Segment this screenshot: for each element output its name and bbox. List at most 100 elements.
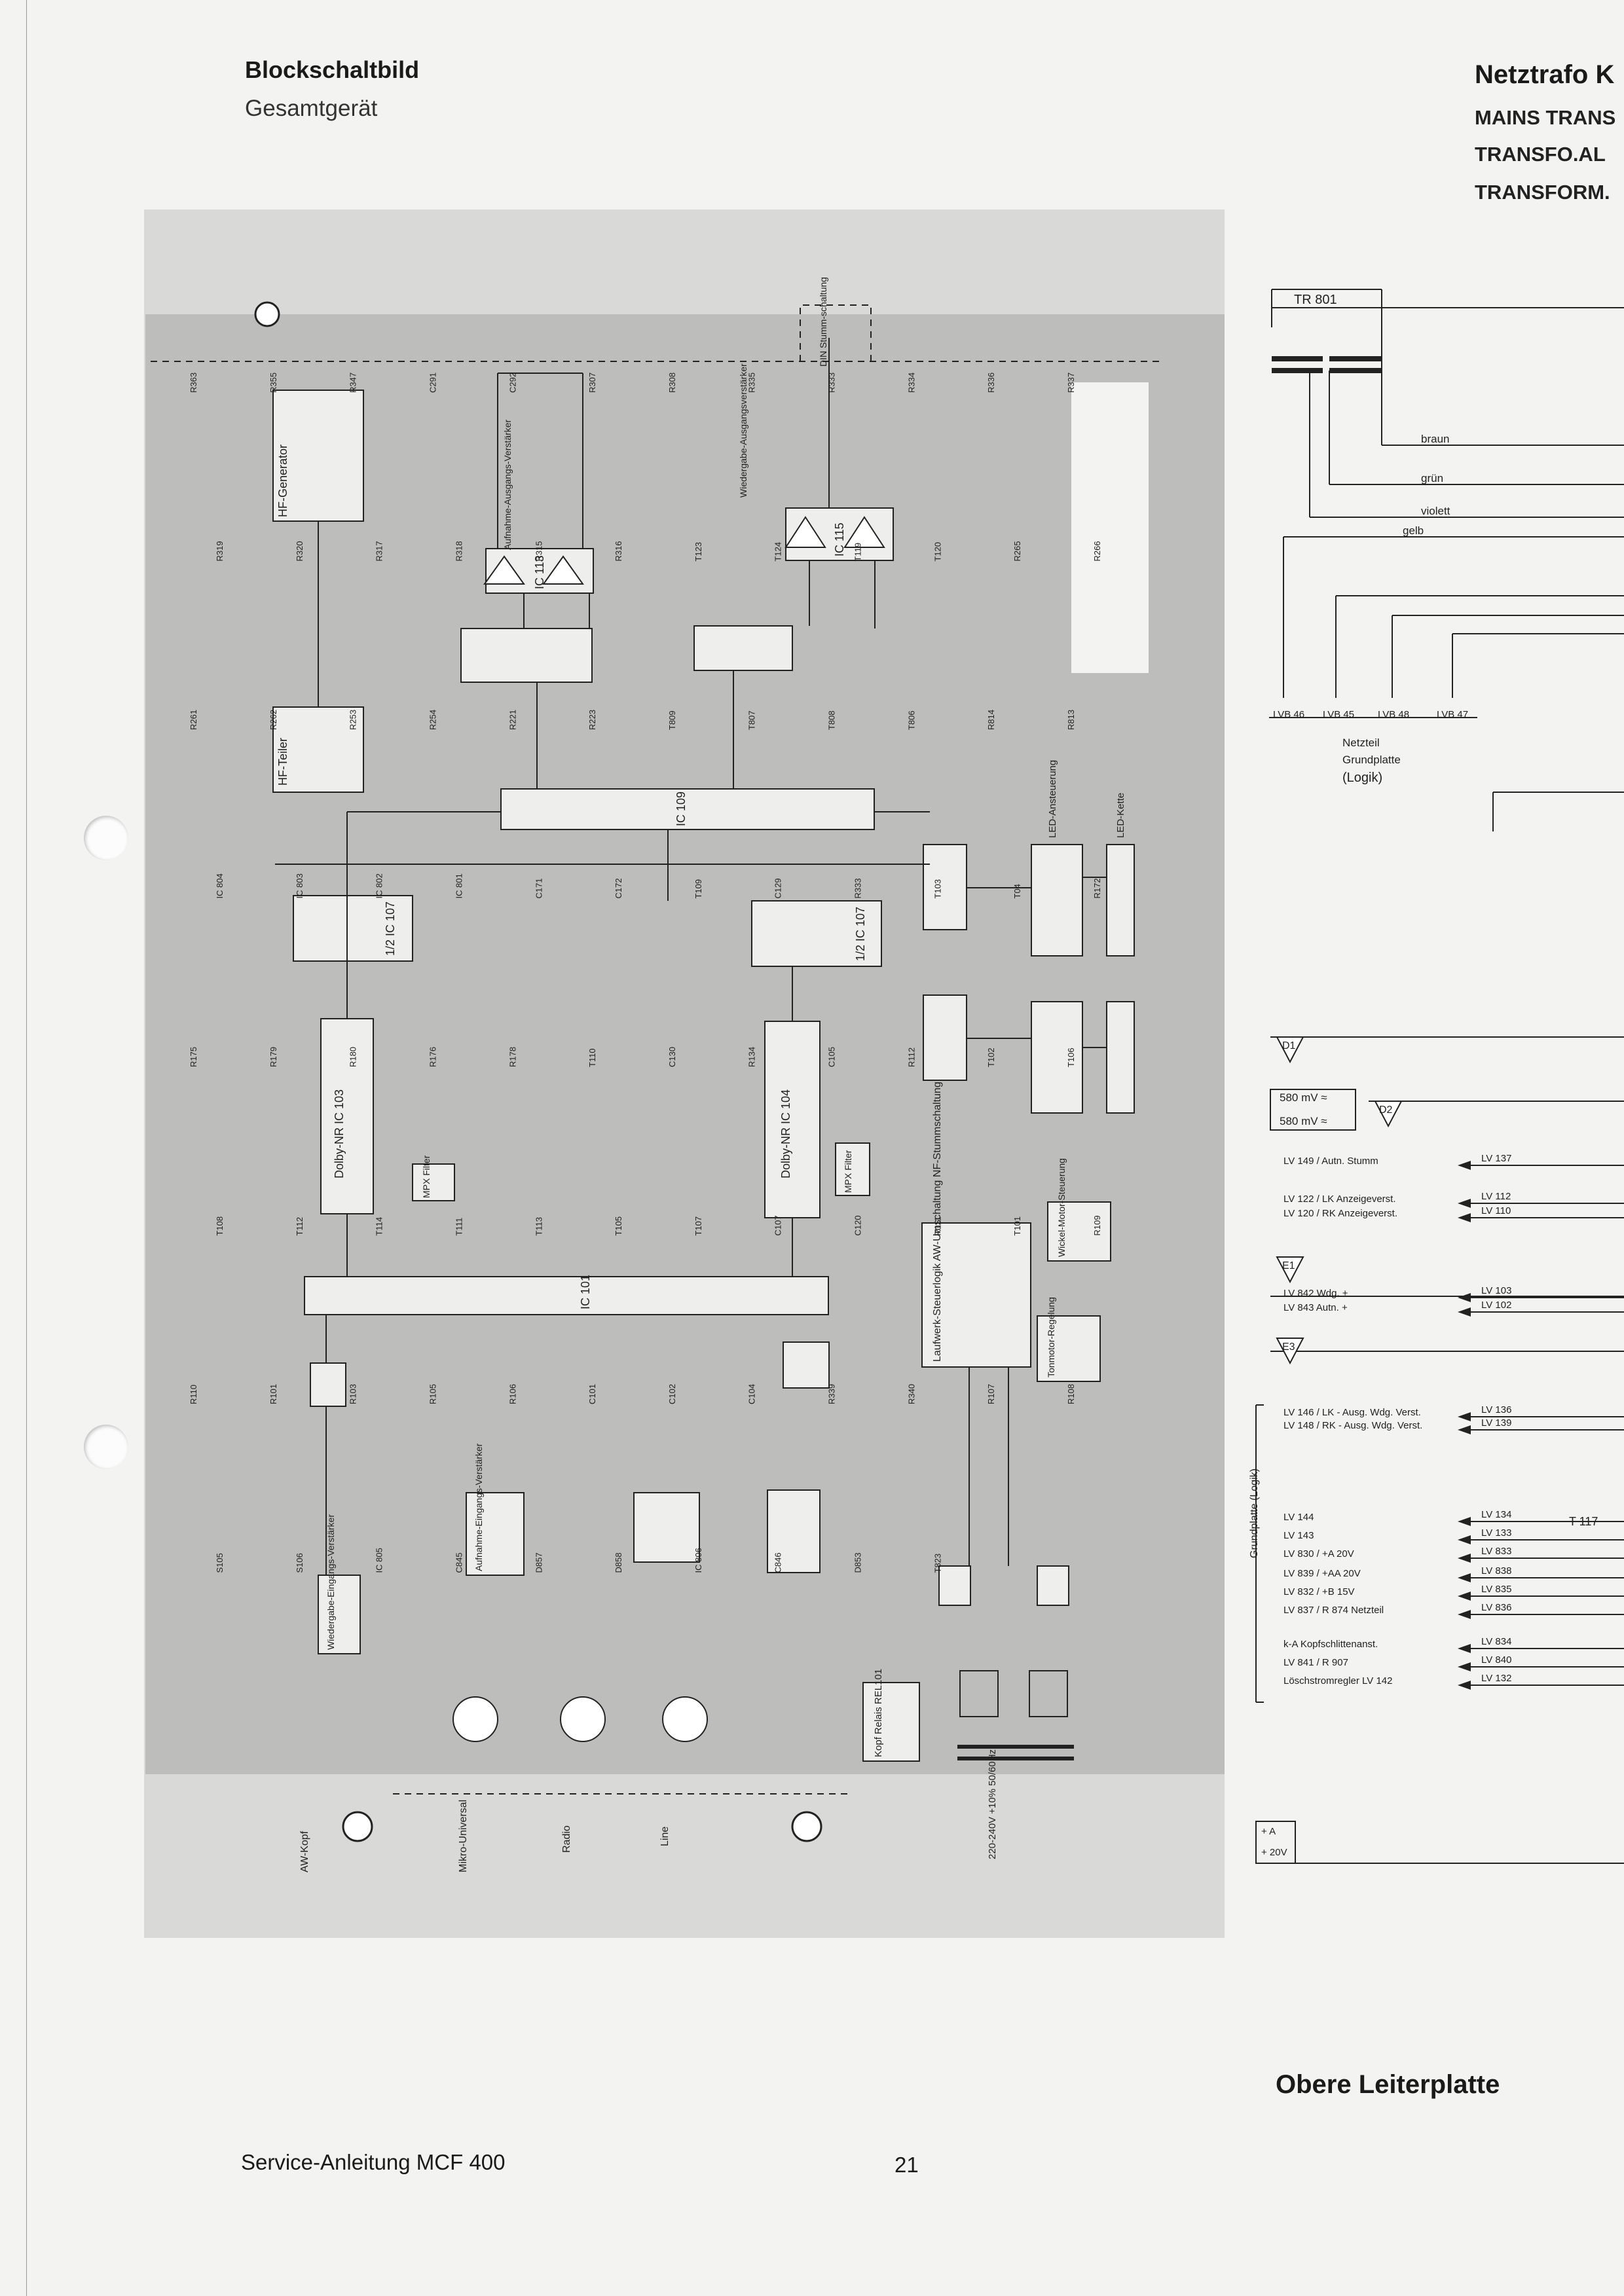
netz-label: 220-240V +10% 50/60Hz — [987, 1749, 998, 1859]
component-label: R106 — [507, 1384, 517, 1404]
component-label: C102 — [667, 1384, 677, 1404]
component-label: T107 — [693, 1216, 703, 1236]
right-row-right-label: LV 833 — [1481, 1546, 1511, 1557]
component-label: R265 — [1012, 541, 1022, 561]
component-label: C104 — [747, 1384, 757, 1404]
component-label: T105 — [614, 1216, 623, 1236]
component-label: IC 802 — [375, 873, 384, 898]
ic109-label: IC 109 — [674, 792, 688, 826]
component-label: R347 — [348, 373, 358, 393]
right-row-arrow-icon — [1458, 1307, 1471, 1317]
right-row-right-label: LV 134 — [1481, 1509, 1511, 1520]
component-label: R339 — [827, 1384, 837, 1404]
right-row-left-label: LV 830 / +A 20V — [1283, 1548, 1354, 1559]
right-row-left-label: LV 843 Autn. + — [1283, 1302, 1348, 1313]
right-row-right-label: LV 133 — [1481, 1527, 1511, 1539]
component-label: R101 — [268, 1384, 278, 1404]
right-row-left-label: LV 144 — [1283, 1512, 1314, 1523]
component-label: T113 — [534, 1217, 544, 1236]
ic115-label: IC 115 — [833, 522, 846, 556]
right-row-left-label: LV 146 / LK - Ausg. Wdg. Verst. — [1283, 1407, 1421, 1418]
component-label: R318 — [454, 541, 464, 561]
component-label: R172 — [1092, 878, 1102, 898]
component-label: R813 — [1066, 710, 1076, 730]
component-label: T112 — [295, 1217, 304, 1236]
component-label: R317 — [375, 541, 384, 561]
right-subtitle-2: TRANSFO.AL — [1475, 143, 1606, 166]
wire-violett: violett — [1421, 505, 1450, 517]
component-label: R107 — [986, 1384, 996, 1404]
component-label: R335 — [747, 373, 757, 393]
page-subtitle: Gesamtgerät — [245, 96, 378, 121]
right-title: Netztrafo K — [1475, 60, 1615, 89]
right-row-right-label: LV 836 — [1481, 1602, 1511, 1613]
component-label: C171 — [534, 878, 544, 898]
right-row-arrow-icon — [1458, 1644, 1471, 1653]
component-label: T102 — [986, 1048, 996, 1067]
input-aw-kopf: AW-Kopf — [299, 1831, 310, 1872]
component-label: S105 — [215, 1553, 225, 1573]
component-label: T108 — [215, 1216, 225, 1236]
right-row-arrow-icon — [1458, 1161, 1471, 1170]
component-label: T04 — [1012, 884, 1022, 898]
component-label: R340 — [906, 1384, 916, 1404]
component-label: C129 — [773, 878, 783, 898]
component-label: T120 — [932, 542, 942, 562]
component-label: R221 — [507, 710, 517, 730]
right-row-left-label: Löschstromregler LV 142 — [1283, 1675, 1392, 1686]
component-label: R179 — [268, 1047, 278, 1067]
lvb-48: LVB 48 — [1378, 709, 1409, 720]
component-label: R254 — [428, 710, 437, 730]
component-label: IC 806 — [693, 1548, 703, 1573]
mv-1: 580 mV ≈ — [1280, 1091, 1327, 1104]
component-label: T807 — [747, 710, 757, 730]
component-label: T101 — [1012, 1216, 1022, 1236]
component-label: T806 — [906, 710, 916, 730]
component-label: R308 — [667, 373, 677, 393]
tr-label: TR 801 — [1294, 293, 1337, 307]
right-row-right-label: LV 137 — [1481, 1153, 1511, 1164]
component-label: T823 — [932, 1554, 942, 1573]
footer-manual: Service-Anleitung MCF 400 — [241, 2150, 506, 2174]
component-label: T123 — [693, 542, 703, 562]
component-label: R337 — [1066, 373, 1076, 393]
wire-braun: braun — [1421, 433, 1449, 445]
marker-d2: D2 — [1379, 1104, 1393, 1116]
mpx2-label: MPX Filter — [843, 1150, 853, 1193]
plus-a: + A — [1261, 1826, 1276, 1837]
component-label: IC 804 — [215, 873, 225, 898]
component-label: T109 — [693, 879, 703, 899]
component-label: C292 — [507, 373, 517, 393]
component-label: R180 — [348, 1047, 358, 1067]
right-row-arrow-icon — [1458, 1554, 1471, 1563]
component-label: R320 — [295, 541, 304, 561]
component-label: R333 — [827, 373, 837, 393]
netzteil-3: (Logik) — [1342, 771, 1382, 785]
component-label: R175 — [189, 1047, 198, 1067]
right-row-arrow-icon — [1458, 1610, 1471, 1619]
mv-2: 580 mV ≈ — [1280, 1115, 1327, 1127]
kopf-relais-label: Kopf Relais REL101 — [873, 1669, 884, 1757]
led-kette-label: LED-Kette — [1115, 793, 1126, 838]
punch-hole-bottom — [84, 1425, 128, 1469]
v20: + 20V — [1261, 1847, 1287, 1858]
component-label: T103 — [932, 879, 942, 899]
page-number: 21 — [895, 2153, 919, 2177]
component-label: R108 — [1066, 1384, 1076, 1404]
component-label: C845 — [454, 1552, 464, 1573]
lvb-47: LVB 47 — [1437, 709, 1468, 720]
component-label: R355 — [268, 373, 278, 393]
component-label: T110 — [587, 1048, 597, 1067]
hf-generator-label: HF-Generator — [276, 445, 289, 517]
right-row-right-label: LV 110 — [1481, 1205, 1511, 1216]
input-radio: Radio — [561, 1825, 572, 1853]
margin-edge — [26, 0, 27, 2296]
right-row-right-label: LV 835 — [1481, 1584, 1511, 1595]
component-label: R363 — [189, 373, 198, 393]
right-row-arrow-icon — [1458, 1662, 1471, 1671]
right-row-right-label: LV 136 — [1481, 1404, 1511, 1415]
right-row-arrow-icon — [1458, 1681, 1471, 1690]
right-row-arrow-icon — [1458, 1535, 1471, 1544]
right-row-left-label: LV 149 / Autn. Stumm — [1283, 1156, 1378, 1167]
right-row-left-label: LV 837 / R 874 Netzteil — [1283, 1605, 1384, 1616]
